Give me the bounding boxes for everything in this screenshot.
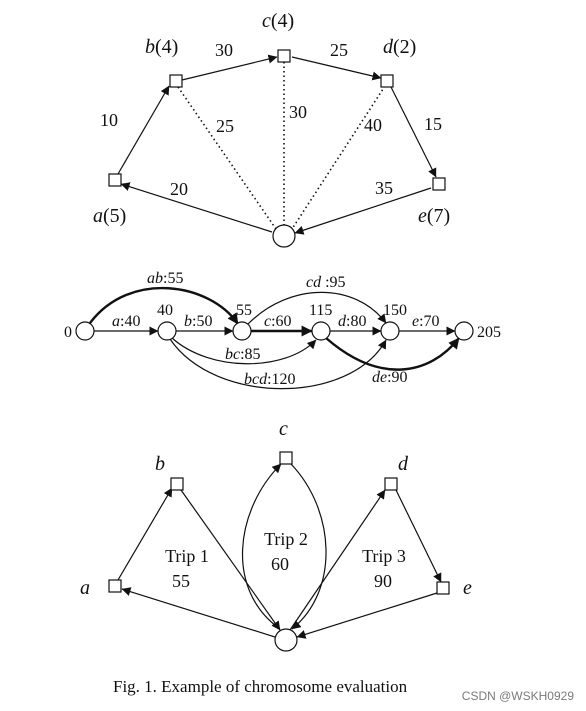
trip1-edge-b-depot: [180, 489, 281, 631]
trip-node-label-a: a: [80, 577, 90, 599]
edge-d-depot: [291, 85, 386, 230]
trip-depot-node: [274, 628, 298, 652]
watermark: CSDN @WSKH0929: [462, 689, 575, 703]
node-label-c: c(4): [262, 10, 294, 32]
trip-node-b: [170, 477, 184, 491]
trip3-edge-e-depot: [296, 592, 438, 639]
auxiliary-split-graph: 0 40 55 115 150 205 ab:55 cd :95 a:40 b:…: [64, 270, 501, 390]
trip-2-name: Trip 2: [264, 529, 308, 549]
depot-node: [272, 224, 296, 248]
arc-label-ab: ab:55: [147, 270, 183, 287]
trip3-edge-d-e: [395, 489, 442, 583]
trip-node-a: [108, 579, 122, 593]
aux-value-150: 150: [383, 302, 407, 319]
weight-b-depot: 25: [216, 116, 234, 136]
weight-d-e: 15: [424, 114, 442, 134]
trip3-edge-depot-d: [289, 489, 386, 631]
weight-depot-a: 20: [170, 179, 188, 199]
trip1-edge-a-b: [117, 487, 173, 581]
trip-3-cost: 90: [374, 571, 392, 591]
weight-c-depot: 30: [289, 102, 307, 122]
edge-d-e: [390, 86, 437, 178]
edge-c-d: [291, 56, 382, 81]
trip-node-label-e: e: [463, 577, 472, 599]
node-b: [169, 74, 183, 88]
trip-node-label-c: c: [279, 418, 288, 440]
arc-bcd: [169, 338, 387, 390]
node-label-b: b(4): [145, 36, 178, 58]
aux-node-205: [454, 321, 474, 341]
weight-c-d: 25: [330, 40, 348, 60]
edge-a-b: [117, 85, 170, 175]
arc-label-bcd: bcd:120: [244, 371, 296, 388]
aux-node-150: [380, 321, 400, 341]
node-a: [108, 173, 122, 187]
node-label-a: a(5): [93, 205, 126, 227]
trip1-edge-depot-a: [121, 587, 276, 638]
weight-e-depot: 35: [375, 178, 393, 198]
aux-value-40: 40: [157, 302, 173, 319]
figure-caption: Fig. 1. Example of chromosome evaluation: [113, 677, 408, 696]
aux-node-115: [311, 321, 331, 341]
edge-b-depot: [177, 86, 277, 230]
arc-ab: [89, 286, 239, 325]
arc-cd: [247, 291, 387, 325]
weight-b-c: 30: [215, 40, 233, 60]
trip-node-label-b: b: [155, 453, 165, 475]
arc-de: [325, 337, 460, 371]
trip-node-c: [279, 451, 293, 465]
trip-node-e: [436, 581, 450, 595]
weight-a-b: 10: [100, 110, 118, 130]
aux-node-40: [157, 321, 177, 341]
edge-e-depot: [294, 187, 432, 235]
edge-b-c: [181, 54, 278, 81]
arc-label-e: e:70: [412, 313, 440, 330]
trip-1-cost: 55: [172, 571, 190, 591]
trip2-edge-c-depot: [290, 463, 327, 630]
node-d: [380, 74, 394, 88]
aux-value-0: 0: [64, 324, 72, 341]
aux-node-55: [232, 321, 252, 341]
aux-node-0: [75, 321, 95, 341]
arc-label-cd: cd :95: [306, 274, 346, 291]
arc-label-bc: bc:85: [225, 346, 261, 363]
arc-label-a: a:40: [112, 313, 140, 330]
trips-graph: a b c d e Trip 1 55 Trip 2 60 Trip 3 90: [80, 418, 472, 652]
trip-2-cost: 60: [271, 554, 289, 574]
aux-value-205: 205: [477, 324, 501, 341]
arc-label-c: c:60: [264, 313, 292, 330]
aux-value-115: 115: [309, 302, 332, 319]
edge-depot-a: [120, 182, 273, 233]
node-label-d: d(2): [383, 36, 416, 58]
arc-label-de: de:90: [372, 369, 408, 386]
trip2-edge-depot-c: [241, 463, 282, 630]
node-label-e: e(7): [418, 205, 450, 227]
arc-label-b: b:50: [184, 313, 212, 330]
aux-value-55: 55: [236, 302, 252, 319]
arc-label-d: d:80: [338, 313, 366, 330]
node-c: [277, 49, 291, 63]
trip-1-name: Trip 1: [165, 546, 209, 566]
trip-3-name: Trip 3: [362, 546, 406, 566]
arc-bc: [171, 337, 317, 365]
trip-node-label-d: d: [398, 453, 409, 475]
weight-d-depot: 40: [364, 115, 382, 135]
customer-graph: a(5) b(4) c(4) d(2) e(7) 10 30 25 15 20 …: [93, 10, 450, 248]
trip-node-d: [384, 477, 398, 491]
node-e: [432, 177, 446, 191]
